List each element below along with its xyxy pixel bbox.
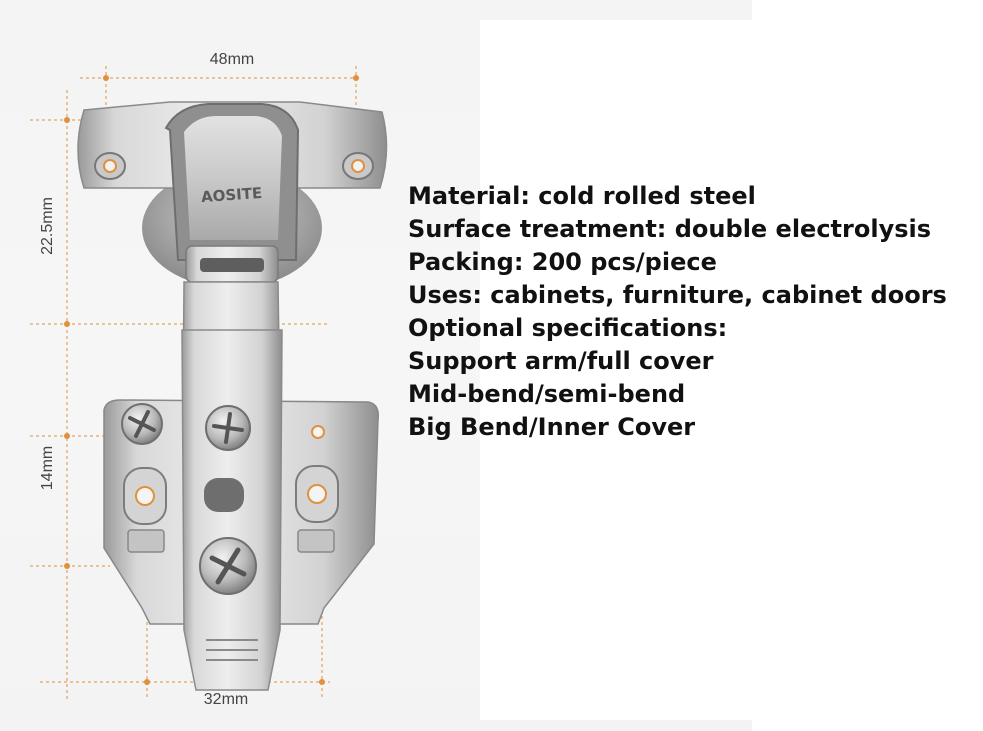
brand-logo: AOSITE <box>200 184 262 206</box>
adjustment-slots <box>123 425 339 525</box>
plate-tabs <box>127 529 335 553</box>
spec-option-semi-bend: Mid-bend/semi-bend <box>408 380 686 408</box>
screw-bottom <box>199 537 257 595</box>
spec-packing: Packing: 200 pcs/piece <box>408 248 717 276</box>
spec-option-inner-cover: Big Bend/Inner Cover <box>408 413 696 441</box>
spec-material: Material: cold rolled steel <box>408 182 756 210</box>
lower-height-label: 14mm <box>39 446 56 490</box>
top-mounting-holes <box>94 152 374 180</box>
spec-list: Material: cold rolled steel Surface trea… <box>408 180 947 444</box>
spec-uses: Uses: cabinets, furniture, cabinet doors <box>408 281 947 309</box>
boss-face <box>184 116 282 240</box>
top-width-label: 48mm <box>210 51 254 68</box>
text-panel-background <box>480 20 983 720</box>
screw-top-center <box>205 405 251 451</box>
dimension-markers <box>64 75 359 685</box>
grip-lines <box>206 639 258 661</box>
spec-option-full-cover: Support arm/full cover <box>408 347 714 375</box>
spec-surface-treatment: Surface treatment: double electrolysis <box>408 215 932 243</box>
screw-top-left <box>121 403 163 445</box>
upper-height-label: 22.5mm <box>39 197 56 255</box>
bottom-width-label: 32mm <box>204 691 248 708</box>
spec-optional-heading: Optional specifications: <box>408 314 728 342</box>
